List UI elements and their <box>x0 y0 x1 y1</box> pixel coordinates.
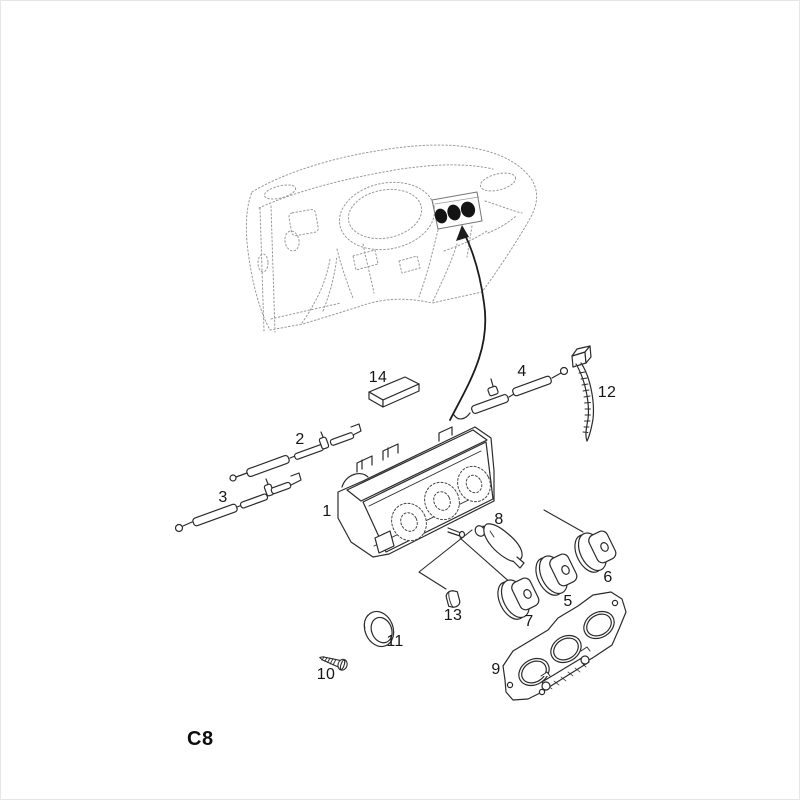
leader-line-part-6 <box>543 509 584 533</box>
part-6-knob <box>574 530 617 573</box>
part-14 <box>368 376 420 408</box>
part-4-cable <box>453 366 569 420</box>
figure-code: C8 <box>187 728 214 750</box>
part-3-cable <box>174 472 302 533</box>
leader-line-part-7 <box>459 537 513 585</box>
part-7-knob <box>497 577 540 620</box>
part-11-cap <box>363 610 395 648</box>
part-9-bezel <box>502 591 627 701</box>
unit-knob-outlines <box>391 465 491 542</box>
part-1-control-unit <box>337 426 495 558</box>
leader-lines <box>418 509 584 590</box>
dashboard-sketch <box>245 144 538 333</box>
heater-knobs-highlight <box>434 201 476 224</box>
location-arrow <box>449 225 487 421</box>
part-2-cable <box>229 423 362 482</box>
part-10-screw <box>319 656 348 671</box>
leader-line-part-13 <box>418 529 473 590</box>
part-8-bulb <box>474 523 525 569</box>
dashboard-heater-pod <box>431 191 483 230</box>
part-5-knob <box>535 553 578 596</box>
part-13-cap <box>445 590 461 608</box>
part-12-cable-tie <box>571 345 595 442</box>
